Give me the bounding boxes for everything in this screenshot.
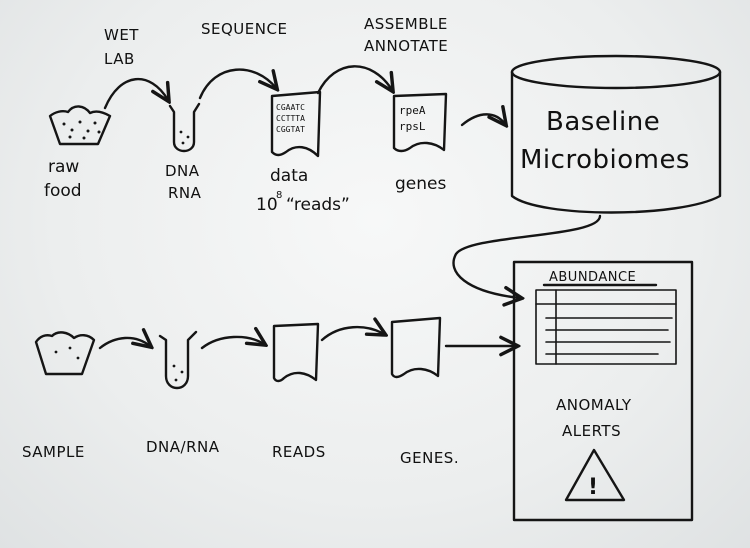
test-tube-icon [168,102,201,153]
assemble-label: ASSEMBLE [364,15,448,33]
sample-bowl-icon [34,331,96,376]
seq-line-1: CGAATC [276,103,305,112]
reads-document-icon [272,322,320,383]
seq-line-3: CGGTAT [276,125,305,134]
arrow-sample-to-dna [98,338,150,348]
report-panel [512,260,694,522]
genes-document-icon: rpeA rpsL [392,92,448,153]
arrow-dna-to-reads [200,337,264,350]
raw-food-bowl-icon [48,105,112,146]
reads-exponent: 8 [276,190,282,201]
baseline-database-icon [510,54,722,214]
anomaly-label: ANOMALY [556,396,632,414]
database-title-line1: Baseline [546,107,660,137]
arrow-reads-to-genes [320,327,384,342]
reads-bottom-label: READS [272,443,326,461]
genes-label-top: genes [395,174,446,194]
genes-bottom-label: GENES. [400,449,459,467]
gene-line-1: rpeA [399,104,426,117]
arrow-food-to-dna [103,77,168,110]
gene-line-2: rpsL [399,120,426,133]
seq-line-2: CCTTTA [276,114,305,123]
arrow-data-to-genes [316,65,392,93]
abundance-table-icon [535,289,677,365]
dna-rna-bottom-label: DNA/RNA [146,438,220,456]
data-label: data [270,166,308,186]
sample-label: SAMPLE [22,443,85,461]
dna-label: DNA [165,162,200,180]
wet-label: WET [104,26,139,44]
arrow-dna-to-data [198,68,276,100]
annotate-label: ANNOTATE [364,37,448,55]
reads-count: 10 [256,195,278,215]
warning-glyph: ! [588,475,598,500]
food-label: food [44,181,82,201]
arrow-db-to-report [452,214,602,298]
sequence-label: SEQUENCE [201,20,287,38]
genes-document-bottom-icon [390,316,442,379]
alerts-label: ALERTS [562,422,621,440]
raw-label: raw [48,157,79,177]
test-tube-bottom-icon [158,330,198,390]
warning-triangle-icon: ! [564,448,626,502]
arrow-genes-to-db [460,114,505,125]
abundance-label: ABUNDANCE [549,270,636,285]
data-document-icon: CGAATC CCTTTA CGGTAT [270,90,322,158]
database-title-line2: Microbiomes [520,145,690,175]
lab-label: LAB [104,50,135,68]
rna-label: RNA [168,184,202,202]
reads-quoted-label: “reads” [286,195,350,215]
